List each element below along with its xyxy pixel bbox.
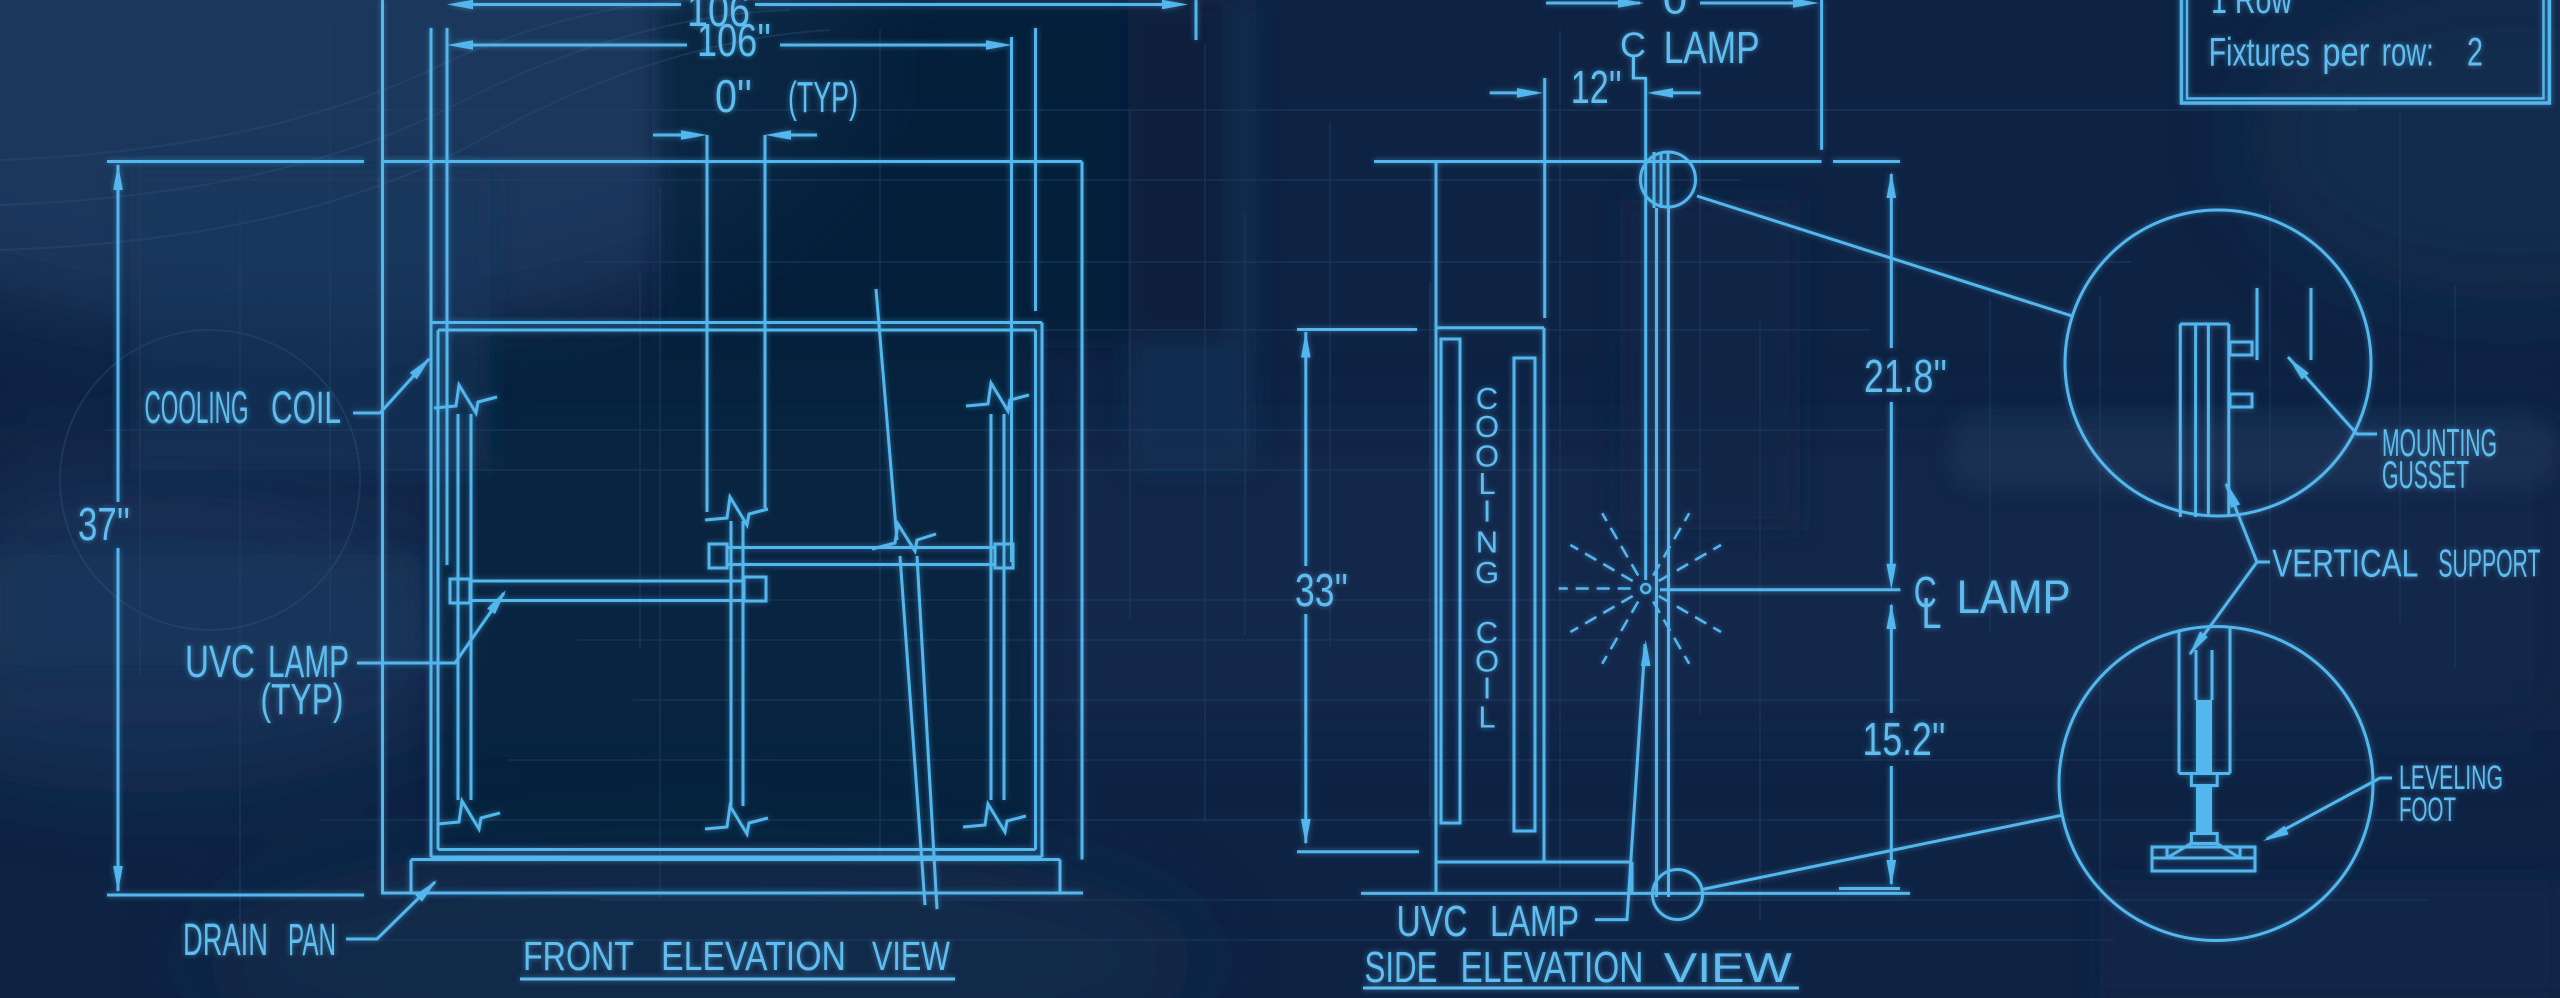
svg-text:O: O: [1475, 644, 1499, 679]
svg-text:C: C: [1476, 615, 1498, 650]
svg-text:N: N: [1476, 524, 1498, 559]
svg-text:106'': 106'': [697, 14, 771, 66]
svg-text:LAMP: LAMP: [1490, 897, 1579, 946]
svg-text:row:: row:: [2382, 31, 2434, 75]
svg-text:C: C: [1620, 26, 1646, 65]
svg-text:33'': 33'': [1295, 564, 1348, 616]
svg-text:(TYP): (TYP): [788, 73, 858, 122]
svg-text:C: C: [1914, 568, 1937, 617]
svg-text:LEVELING: LEVELING: [2399, 759, 2503, 797]
svg-text:G: G: [1475, 555, 1499, 590]
svg-text:L: L: [1478, 699, 1495, 734]
svg-text:15.2'': 15.2'': [1863, 713, 1946, 765]
svg-text:per: per: [2322, 31, 2369, 75]
svg-text:LAMP: LAMP: [1664, 22, 1760, 73]
svg-text:ELEVATION: ELEVATION: [661, 933, 846, 979]
svg-text:L: L: [1478, 466, 1495, 501]
svg-text:L: L: [1922, 589, 1942, 638]
svg-text:I: I: [1483, 671, 1492, 706]
svg-text:O: O: [1475, 409, 1499, 444]
svg-text:ELEVATION: ELEVATION: [1461, 943, 1644, 992]
svg-text:I: I: [1483, 493, 1492, 528]
svg-text:VERTICAL: VERTICAL: [2272, 543, 2418, 586]
svg-text:O: O: [1475, 439, 1499, 474]
svg-text:FRONT: FRONT: [523, 933, 634, 979]
svg-text:VIEW: VIEW: [872, 933, 950, 979]
svg-text:C: C: [1476, 381, 1498, 416]
svg-text:UVC: UVC: [185, 636, 255, 687]
svg-text:FOOT: FOOT: [2399, 791, 2456, 829]
svg-text:2: 2: [2467, 31, 2483, 75]
svg-text:0'': 0'': [715, 70, 752, 122]
svg-text:MOUNTING: MOUNTING: [2382, 422, 2497, 465]
svg-text:1 Row: 1 Row: [2211, 0, 2292, 22]
svg-text:106: 106: [687, 0, 750, 36]
svg-text:21.8'': 21.8'': [1864, 350, 1947, 402]
svg-text:DRAIN: DRAIN: [183, 914, 268, 965]
svg-text:37'': 37'': [78, 498, 130, 550]
svg-text:LAMP: LAMP: [268, 636, 349, 687]
svg-text:0: 0: [1663, 0, 1687, 24]
svg-text:LAMP: LAMP: [1957, 570, 2071, 623]
svg-text:Fixtures: Fixtures: [2209, 31, 2310, 75]
svg-text:(TYP): (TYP): [261, 675, 344, 724]
svg-text:SUPPORT: SUPPORT: [2438, 543, 2540, 586]
svg-text:12'': 12'': [1571, 61, 1622, 113]
svg-text:GUSSET: GUSSET: [2382, 454, 2469, 497]
svg-text:VIEW: VIEW: [1664, 944, 1792, 991]
svg-text:COOLING: COOLING: [145, 382, 249, 433]
svg-text:COIL: COIL: [271, 382, 341, 433]
svg-text:L: L: [1629, 49, 1648, 88]
svg-text:UVC: UVC: [1397, 897, 1468, 946]
svg-text:SIDE: SIDE: [1365, 943, 1438, 992]
svg-text:PAN: PAN: [288, 914, 336, 965]
